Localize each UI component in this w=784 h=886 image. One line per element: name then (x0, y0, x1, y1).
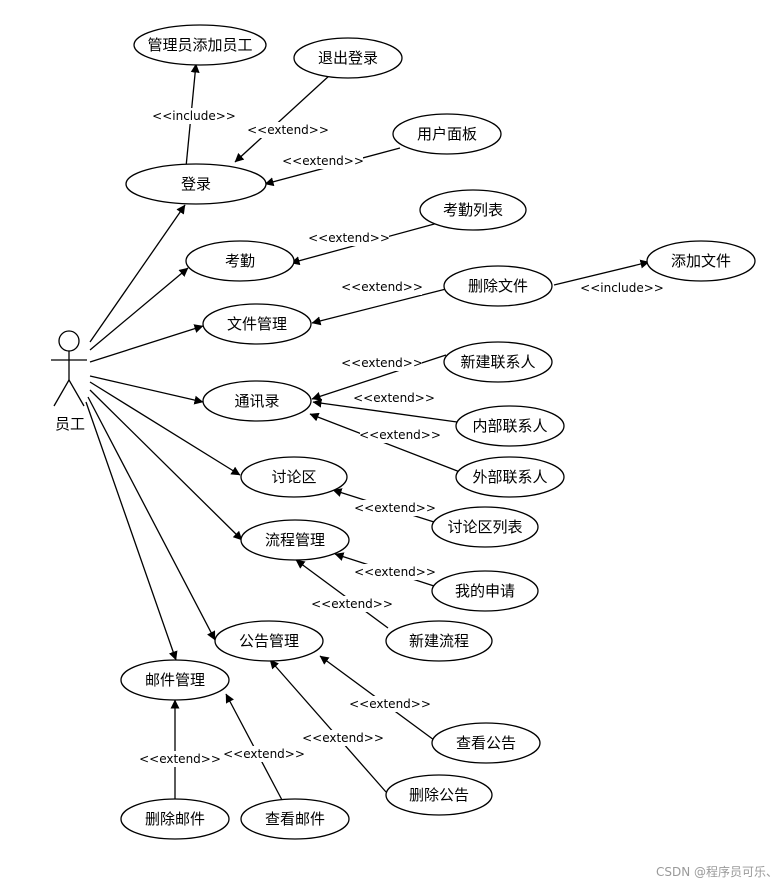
rel-delnotice-extend-notice (269, 659, 387, 793)
svg-text:删除邮件: 删除邮件 (145, 810, 205, 828)
assoc-notice (87, 396, 216, 641)
actor-associations (85, 204, 243, 661)
svg-text:外部联系人: 外部联系人 (472, 468, 547, 486)
rel-label-extend-internal: <<extend>> (353, 391, 435, 405)
rel-label-extend-delmail: <<extend>> (139, 752, 221, 766)
assoc-mail (85, 401, 178, 661)
svg-text:删除公告: 删除公告 (409, 786, 469, 804)
use-case-new-workflow: 新建流程 (385, 620, 493, 662)
svg-text:退出登录: 退出登录 (318, 49, 378, 67)
watermark: CSDN @程序员可乐、 (656, 864, 778, 879)
use-case-view-mail: 查看邮件 (240, 798, 350, 840)
rel-newwf-extend-workflow (295, 559, 389, 629)
svg-text:内部联系人: 内部联系人 (472, 417, 547, 435)
rel-label-extend-delnotice: <<extend>> (302, 731, 384, 745)
use-case-forum-list: 讨论区列表 (431, 506, 539, 548)
rel-label-extend-newwf: <<extend>> (311, 597, 393, 611)
svg-text:添加文件: 添加文件 (671, 252, 731, 270)
svg-text:查看公告: 查看公告 (456, 734, 516, 752)
relations: <<include>> <<extend>> <<extend>> <<exte… (139, 63, 664, 801)
use-case-my-apply: 我的申请 (431, 570, 539, 612)
rel-label-extend-myapply: <<extend>> (354, 565, 436, 579)
actor-right-leg (68, 379, 85, 407)
use-case-attendance-list: 考勤列表 (419, 189, 527, 231)
svg-text:考勤列表: 考勤列表 (443, 201, 503, 219)
svg-text:讨论区列表: 讨论区列表 (447, 518, 522, 536)
use-case-admin-add: 管理员添加员工 (133, 24, 267, 66)
use-case-add-file: 添加文件 (646, 240, 756, 282)
use-case-file-mgmt: 文件管理 (202, 303, 312, 345)
rel-label-extend-userpanel: <<extend>> (282, 154, 364, 168)
use-case-forum: 讨论区 (240, 456, 348, 498)
actor-head (58, 330, 80, 352)
rel-internal-extend-contacts (312, 398, 458, 423)
rel-label-extend-newcontact: <<extend>> (341, 356, 423, 370)
assoc-workflow (89, 389, 243, 541)
rel-label-extend-forumlist: <<extend>> (354, 501, 436, 515)
use-case-internal-contact: 内部联系人 (455, 405, 565, 447)
use-case-user-panel: 用户面板 (392, 113, 502, 155)
assoc-login (89, 204, 186, 343)
rel-label-extend-viewnotice: <<extend>> (349, 697, 431, 711)
rel-delfile-include-addfile (553, 259, 650, 286)
rel-label-extend-attlist: <<extend>> (308, 231, 390, 245)
use-case-login: 登录 (125, 163, 267, 205)
svg-text:登录: 登录 (181, 175, 211, 193)
rel-label-extend-viewmail: <<extend>> (223, 747, 305, 761)
assoc-file-mgmt (89, 324, 204, 363)
use-cases: 管理员添加员工 退出登录 用户面板 登录 考勤列表 考勤 添加文件 删除文件 (120, 24, 756, 840)
use-case-delete-file: 删除文件 (443, 265, 553, 307)
use-case-external-contact: 外部联系人 (455, 456, 565, 498)
svg-text:新建流程: 新建流程 (409, 632, 469, 650)
rel-label-extend-logout: <<extend>> (247, 123, 329, 137)
actor-left-leg (53, 379, 70, 407)
use-case-workflow: 流程管理 (240, 519, 350, 561)
svg-text:考勤: 考勤 (225, 252, 255, 270)
svg-text:公告管理: 公告管理 (239, 632, 299, 650)
use-case-delete-notice: 删除公告 (385, 774, 493, 816)
svg-text:文件管理: 文件管理 (227, 315, 287, 333)
actor-name: 员工 (55, 415, 85, 433)
rel-label-include-admin: <<include>> (152, 109, 236, 123)
svg-text:查看邮件: 查看邮件 (265, 810, 325, 828)
use-case-logout: 退出登录 (293, 37, 403, 79)
assoc-forum (89, 381, 241, 476)
svg-text:新建联系人: 新建联系人 (460, 353, 535, 371)
use-case-new-contact: 新建联系人 (443, 341, 553, 383)
rel-logout-extend-login (234, 74, 331, 163)
svg-text:流程管理: 流程管理 (265, 531, 325, 549)
use-case-mail: 邮件管理 (120, 659, 230, 701)
use-case-view-notice: 查看公告 (431, 722, 541, 764)
actor-employee: 员工 (51, 330, 87, 433)
use-case-delete-mail: 删除邮件 (120, 798, 230, 840)
use-case-attendance: 考勤 (185, 240, 295, 282)
svg-text:用户面板: 用户面板 (417, 125, 477, 143)
assoc-contacts (89, 375, 204, 405)
svg-text:我的申请: 我的申请 (455, 582, 515, 600)
rel-label-extend-external: <<extend>> (359, 428, 441, 442)
svg-text:删除文件: 删除文件 (468, 277, 528, 295)
use-case-notice: 公告管理 (214, 620, 324, 662)
svg-text:邮件管理: 邮件管理 (145, 671, 205, 689)
svg-text:管理员添加员工: 管理员添加员工 (147, 36, 252, 54)
use-case-contacts: 通讯录 (202, 380, 312, 422)
svg-text:通讯录: 通讯录 (234, 392, 279, 410)
assoc-attendance (89, 267, 189, 351)
rel-label-include-addfile: <<include>> (580, 281, 664, 295)
rel-delfile-extend-filemgmt (311, 288, 447, 326)
rel-label-extend-delfile: <<extend>> (341, 280, 423, 294)
svg-text:讨论区: 讨论区 (271, 468, 316, 486)
rel-newcontact-extend-contacts (311, 354, 447, 401)
